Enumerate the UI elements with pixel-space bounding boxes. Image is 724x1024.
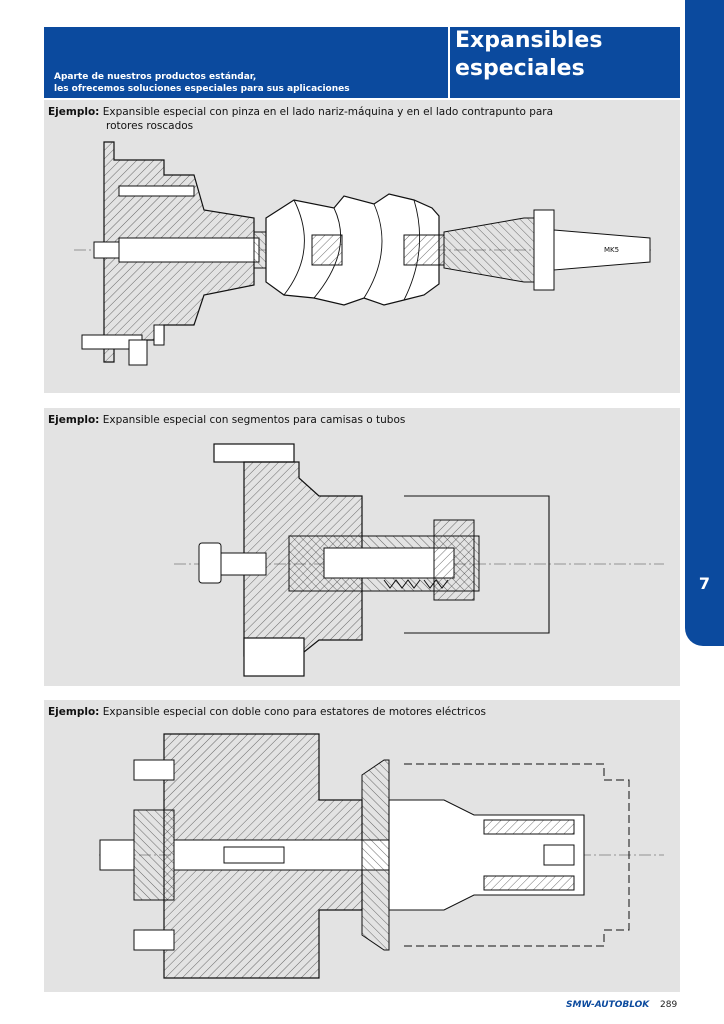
header-divider — [448, 27, 450, 98]
drawing-label-mk5: MK5 — [604, 246, 619, 254]
example-label-3: Ejemplo: — [48, 706, 100, 718]
example-panel-2: Ejemplo: Expansible especial con segment… — [44, 408, 680, 686]
example-panel-3: Ejemplo: Expansible especial con doble c… — [44, 700, 680, 992]
example-text-1b: rotores roscados — [106, 120, 194, 132]
header-subtitle: Aparte de nuestros productos estándar, l… — [54, 71, 350, 95]
title-line-2: especiales — [455, 56, 585, 81]
footer-brand-logo: SMW-AUTOBLOK — [566, 1000, 650, 1010]
header-banner — [44, 27, 680, 98]
example-caption-2: Ejemplo: Expansible especial con segment… — [48, 413, 608, 427]
drawing-segment-mandrel — [174, 443, 664, 677]
example-panel-1: MK5 Ejemplo: Expansible especial con pin… — [44, 100, 680, 393]
subtitle-line-1: Aparte de nuestros productos estándar, — [54, 72, 257, 82]
chapter-tab — [685, 0, 724, 646]
example-caption-3: Ejemplo: Expansible especial con doble c… — [48, 705, 608, 719]
example-text-3: Expansible especial con doble cono para … — [102, 706, 486, 718]
example-text-2: Expansible especial con segmentos para c… — [102, 414, 406, 426]
example-caption-1: Ejemplo: Expansible especial con pinza e… — [48, 105, 608, 133]
page-title: Expansibles especiales — [455, 27, 602, 83]
title-line-1: Expansibles — [455, 28, 603, 53]
footer-page-number: 289 — [660, 1000, 678, 1010]
drawing-threaded-rotor-mandrel: MK5 — [74, 141, 654, 366]
example-label-2: Ejemplo: — [48, 414, 100, 426]
example-text-1a: Expansible especial con pinza en el lado… — [102, 106, 554, 118]
drawing-double-cone-mandrel — [99, 733, 664, 979]
chapter-number: 7 — [698, 574, 711, 593]
subtitle-line-2: les ofrecemos soluciones especiales para… — [54, 84, 350, 94]
example-label-1: Ejemplo: — [48, 106, 100, 118]
